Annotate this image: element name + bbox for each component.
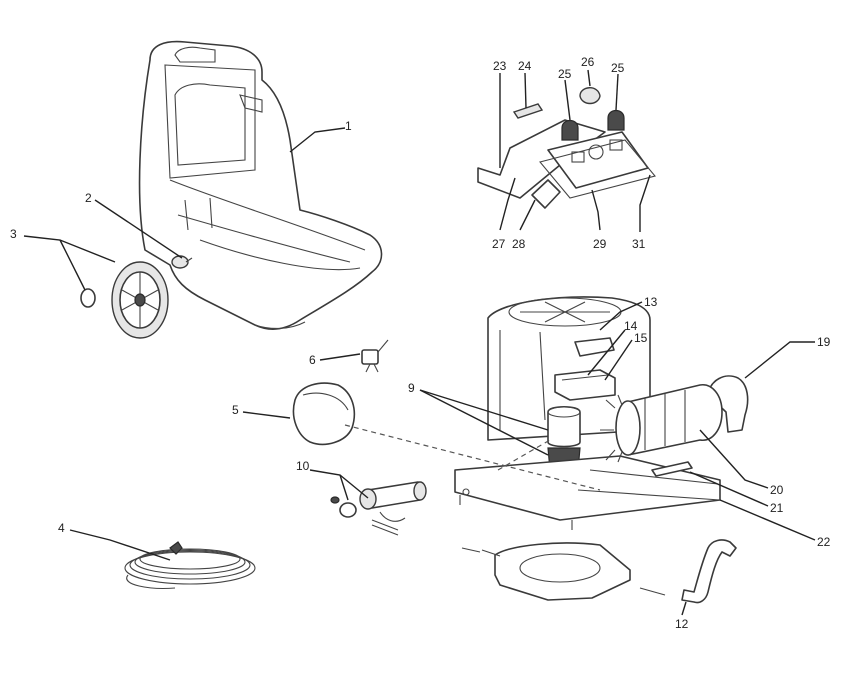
control-panel-plate	[539, 131, 656, 199]
callout-22: 22	[817, 535, 831, 549]
wheel	[111, 261, 169, 339]
pump-cylinder	[547, 405, 581, 471]
switch-block	[554, 369, 616, 401]
callout-31: 31	[632, 237, 646, 251]
terminal-strip	[512, 103, 544, 119]
callout-29: 29	[593, 237, 607, 251]
callout-13: 13	[644, 295, 658, 309]
callout-2: 2	[85, 191, 92, 205]
callout-23: 23	[493, 59, 507, 73]
callout-27: 27	[492, 237, 506, 251]
pump-fittings	[330, 481, 427, 536]
callout-25-left: 25	[558, 67, 572, 81]
callout-14: 14	[624, 319, 638, 333]
filter-cap	[292, 382, 356, 446]
callout-10: 10	[296, 459, 310, 473]
electric-motor	[600, 384, 723, 463]
cable-gland	[531, 179, 561, 209]
switch-knob-left	[561, 119, 579, 141]
hose-elbow	[681, 539, 737, 604]
callout-24: 24	[518, 59, 532, 73]
callout-4: 4	[58, 521, 65, 535]
wheel-washer	[80, 288, 96, 308]
assembly-line-cylinder	[497, 439, 551, 471]
callout-20: 20	[770, 483, 784, 497]
callout-12: 12	[675, 617, 689, 631]
callout-26: 26	[581, 55, 595, 69]
callout-5: 5	[232, 403, 239, 417]
pump-frame	[487, 296, 651, 441]
bracket	[574, 337, 615, 357]
coiled-hose	[124, 541, 256, 589]
motor-capacitor	[651, 461, 693, 477]
housing-body	[138, 40, 383, 330]
callout-1: 1	[345, 119, 352, 133]
callout-19: 19	[817, 335, 831, 349]
callout-28: 28	[512, 237, 526, 251]
callout-21: 21	[770, 501, 784, 515]
callout-25-right: 25	[611, 61, 625, 75]
callout-15: 15	[634, 331, 648, 345]
leader-lines	[23, 69, 816, 616]
switch-knob-right	[607, 109, 625, 131]
callout-3: 3	[10, 227, 17, 241]
lower-housing	[461, 542, 666, 601]
callout-labels: 1 2 3 4 5 6 9 10 12 13 14 15 19 20 21 22…	[10, 55, 831, 631]
motor-shield	[707, 375, 749, 433]
callout-9: 9	[408, 381, 415, 395]
callout-6: 6	[309, 353, 316, 367]
assembly-line-cap	[344, 424, 601, 491]
knob-cap	[579, 87, 601, 105]
valve-fitting	[361, 339, 389, 373]
